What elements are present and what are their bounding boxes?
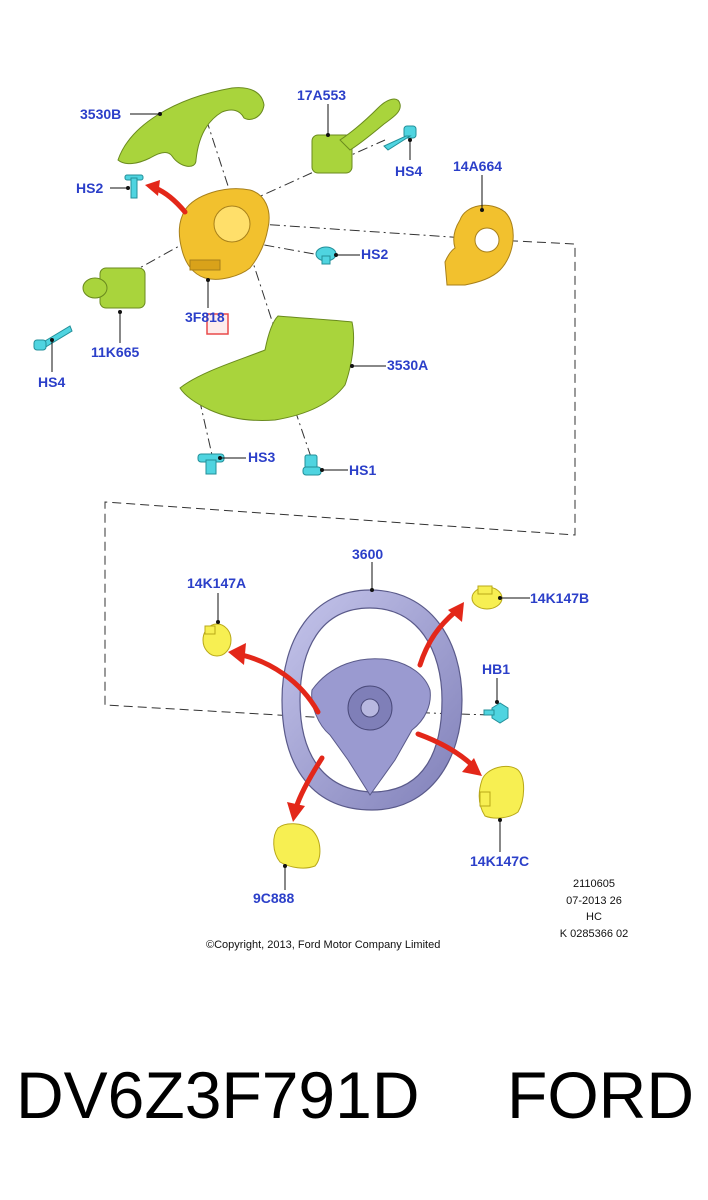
switch-housing [178,188,270,280]
label-17a553: 17A553 [297,87,346,103]
removal-arrows-wheel [228,602,482,822]
label-hs2-mid: HS2 [361,246,388,262]
leader-lines [50,104,530,890]
highlight-box [206,313,229,335]
assembly-center-lines [99,99,576,719]
ref-line-3: HC [586,911,602,923]
steering-wheel [281,589,463,811]
label-hs1: HS1 [349,462,376,478]
switch-14k147b [471,585,503,610]
label-3530b: 3530B [80,106,121,122]
label-3f818: 3F818 [185,309,225,325]
horn-switch-9c888 [273,823,321,869]
label-hs3: HS3 [248,449,275,465]
part-number: DV6Z3F791D [16,1058,420,1132]
label-14k147c: 14K147C [470,853,529,869]
label-14k147b: 14K147B [530,590,589,606]
ref-line-1: 2110605 [573,878,615,890]
label-11k665: 11K665 [91,344,139,360]
label-14a664: 14A664 [453,158,502,174]
fastener-hs4-bottom [33,325,73,351]
fastener-hs4-top [383,125,417,151]
switch-14k147c [478,765,525,819]
lower-steering-column-shroud [179,315,355,421]
fastener-hs2-left [124,174,144,199]
parts-diagram: 3530B 17A553 HS4 HS2 14A664 HS2 11K665 H… [33,87,629,951]
switch-14k147a [202,623,232,657]
label-hs4-bottom: HS4 [38,374,65,390]
clockspring [444,204,514,286]
label-3600: 3600 [352,546,383,562]
label-9c888: 9C888 [253,890,294,906]
label-14k147a: 14K147A [187,575,246,591]
bolt-hb1 [483,702,509,724]
fastener-hs1 [302,454,322,476]
removal-arrow-top [145,180,188,215]
part-labels: 3530B 17A553 HS4 HS2 14A664 HS2 11K665 H… [38,87,589,906]
copyright-notice: ©Copyright, 2013, Ford Motor Company Lim… [206,939,440,951]
light-switch [82,267,146,309]
ref-line-4: K 0285366 02 [560,928,629,940]
label-hs4-top: HS4 [395,163,422,179]
wiper-switch [311,98,401,174]
brand-name: FORD [507,1058,694,1132]
ref-line-2: 07-2013 26 [566,895,622,907]
label-hb1: HB1 [482,661,510,677]
label-hs2-left: HS2 [76,180,103,196]
label-3530a: 3530A [387,357,428,373]
reference-block: 2110605 07-2013 26 HC K 0285366 02 [560,878,629,940]
fastener-hs2-mid [315,246,337,265]
upper-steering-column-shroud [117,87,265,167]
